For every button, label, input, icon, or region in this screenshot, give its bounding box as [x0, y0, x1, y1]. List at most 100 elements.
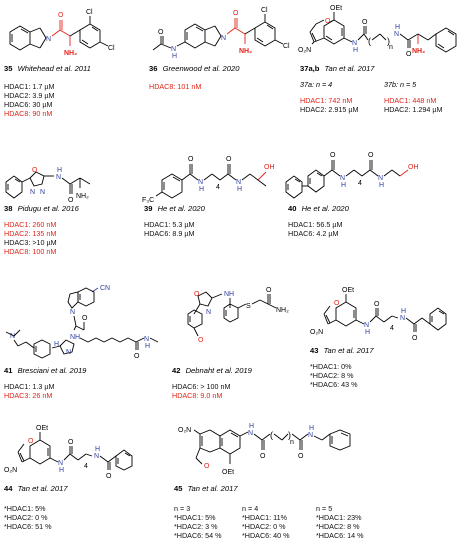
svg-text:OEt: OEt: [222, 469, 234, 476]
activity-line: HDAC1: 1.7 µM: [4, 82, 55, 91]
activity-line: *HDAC2: 3 %: [174, 522, 218, 531]
svg-text:Cl: Cl: [283, 43, 290, 50]
svg-text:Cl: Cl: [86, 9, 93, 16]
caption-43: 43 Tan et al. 2017: [310, 346, 374, 355]
reference: Tan et al. 2017: [187, 484, 238, 493]
reference: He et al. 2020: [157, 204, 205, 213]
activity-44: *HDAC1: 5% *HDAC2: 0 % *HDAC6: 51 %: [4, 504, 52, 531]
activity-line: HDAC8: 9.0 nM: [172, 391, 223, 400]
svg-text:O: O: [260, 453, 266, 460]
svg-text:NH₂: NH₂: [76, 193, 89, 200]
svg-text:H: H: [379, 182, 384, 189]
reference: Tan et al. 2017: [323, 346, 374, 355]
svg-text:4: 4: [84, 463, 88, 470]
svg-text:N: N: [10, 333, 15, 340]
svg-text:4: 4: [390, 325, 394, 332]
activity-37b: HDAC1: 448 nM HDAC2: 1.294 µM: [384, 96, 442, 114]
svg-text:O₂N: O₂N: [298, 47, 311, 54]
compound-number: 36: [149, 64, 158, 73]
activity-line: HDAC2: 3.9 µM: [4, 91, 55, 100]
svg-text:O: O: [325, 18, 331, 25]
svg-text:O₂N: O₂N: [178, 427, 191, 434]
svg-text:O₂N: O₂N: [4, 467, 17, 474]
reference: Bresciani et al. 2019: [17, 366, 87, 375]
compound-number: 35: [4, 64, 13, 73]
structure-44: OEt O O₂N N H O 4 N H O: [4, 425, 133, 480]
svg-text:N: N: [221, 35, 226, 42]
reference: Debnaht et al. 2019: [185, 366, 252, 375]
svg-text:4: 4: [216, 184, 220, 191]
compound-35: N O NH₂ Cl Cl 35 Whitehead et al. 2011 H…: [0, 0, 150, 140]
structure-37ab: OEt O O₂N N H O ( ) n N H O NH₂: [298, 5, 457, 58]
activity-line: *HDAC6: 43 %: [310, 380, 358, 389]
activity-line: HDAC2: 1.294 µM: [384, 105, 443, 114]
svg-text:O: O: [412, 335, 418, 342]
svg-text:H: H: [401, 308, 406, 315]
activity-line: HDAC1: 260 nM: [4, 220, 57, 229]
compound-36: O N H N O NH₂ Cl Cl 36 Greenwood et al. …: [145, 0, 295, 140]
activity-line: HDAC1: 56.5 µM: [288, 220, 343, 229]
svg-text:H: H: [237, 186, 242, 193]
structure-38: O N N N H O NH₂: [5, 167, 91, 204]
column-header: n = 4: [242, 504, 259, 513]
svg-text:O: O: [158, 29, 164, 36]
caption-39: 39 He et al. 2020: [144, 204, 205, 213]
activity-45-col-3: n = 5 *HDAC1: 23% *HDAC2: 8 % *HDAC6: 14…: [316, 504, 364, 540]
svg-text:N: N: [394, 31, 399, 38]
compound-42: O N NH S O NH₂ O 42 Debnaht et al. 2019 …: [168, 282, 308, 402]
svg-text:(: (: [368, 36, 371, 46]
activity-line: HDAC3: 26 nM: [4, 391, 53, 400]
svg-text:O: O: [68, 439, 74, 446]
activity-line: HDAC6: 8.9 µM: [144, 229, 195, 238]
compound-number: 45: [174, 484, 183, 493]
svg-text:N: N: [40, 189, 45, 196]
compound-number: 41: [4, 366, 13, 375]
reference: Whitehead et al. 2011: [17, 64, 91, 73]
structure-40: O N H 4 O N H OH: [285, 152, 419, 199]
activity-line: *HDAC6: 54 %: [174, 531, 222, 540]
svg-text:S: S: [246, 303, 251, 310]
svg-text:NH: NH: [70, 334, 80, 341]
svg-text:H: H: [199, 186, 204, 193]
activity-line: *HDAC2: 8 %: [316, 522, 360, 531]
column-header: n = 5: [316, 504, 333, 513]
activity-45-col-1: n = 3 *HDAC1: 5% *HDAC2: 3 % *HDAC6: 54 …: [174, 504, 222, 540]
svg-text:N: N: [198, 179, 203, 186]
svg-text:O: O: [194, 291, 200, 298]
structure-42: O N NH S O NH₂ O: [187, 287, 289, 344]
activity-line: *HDAC1: 23%: [316, 513, 362, 522]
subtitle-37b: 37b: n = 5: [384, 80, 417, 89]
caption-42: 42 Debnaht et al. 2019: [172, 366, 252, 375]
svg-text:H: H: [57, 167, 62, 174]
compound-45: O₂N O OEt N H O ( ) n O N H: [170, 420, 474, 550]
svg-text:NH₂: NH₂: [64, 50, 77, 57]
compound-43: OEt O O₂N N H O 4 N H O 43 Tan et al. 20: [306, 282, 474, 422]
svg-text:H: H: [172, 53, 177, 60]
activity-line: HDAC6: 30 µM: [4, 100, 53, 109]
svg-text:): ): [387, 36, 390, 46]
svg-text:O₂N: O₂N: [310, 329, 323, 336]
activity-line: *HDAC2: 0 %: [4, 513, 48, 522]
compound-41: CN N O NH O N H N H N: [0, 282, 165, 402]
svg-text:O: O: [233, 10, 239, 17]
activity-38: HDAC1: 260 nM HDAC2: 135 nM HDAC3: >10 µ…: [4, 220, 57, 256]
activity-line: HDAC3: >10 µM: [4, 238, 57, 247]
activity-line: HDAC1: 1.3 µM: [4, 382, 55, 391]
compound-38: O N N N H O NH₂ 38 Pidugu et al. 2016 HD…: [0, 142, 150, 282]
reference: Pidugu et al. 2016: [17, 204, 79, 213]
svg-text:H: H: [249, 423, 254, 430]
reference: Tan et al. 2017: [324, 64, 375, 73]
svg-text:N: N: [236, 179, 241, 186]
activity-line: *HDAC1: 11%: [242, 513, 288, 522]
svg-text:N: N: [378, 175, 383, 182]
structure-43: OEt O O₂N N H O 4 N H O: [310, 287, 447, 342]
structure-41: CN N O NH O N H N H N: [5, 285, 159, 360]
activity-line: HDAC8: 100 nM: [4, 247, 57, 256]
caption-37ab: 37a,b Tan et al. 2017: [300, 64, 375, 73]
svg-text:N: N: [352, 40, 357, 47]
caption-36: 36 Greenwood et al. 2020: [149, 64, 239, 73]
caption-44: 44 Tan et al. 2017: [4, 484, 68, 493]
svg-text:O: O: [198, 337, 204, 344]
activity-line: HDAC2: 135 nM: [4, 229, 57, 238]
activity-45-col-2: n = 4 *HDAC1: 11% *HDAC2: 0 % *HDAC6: 40…: [242, 504, 290, 540]
